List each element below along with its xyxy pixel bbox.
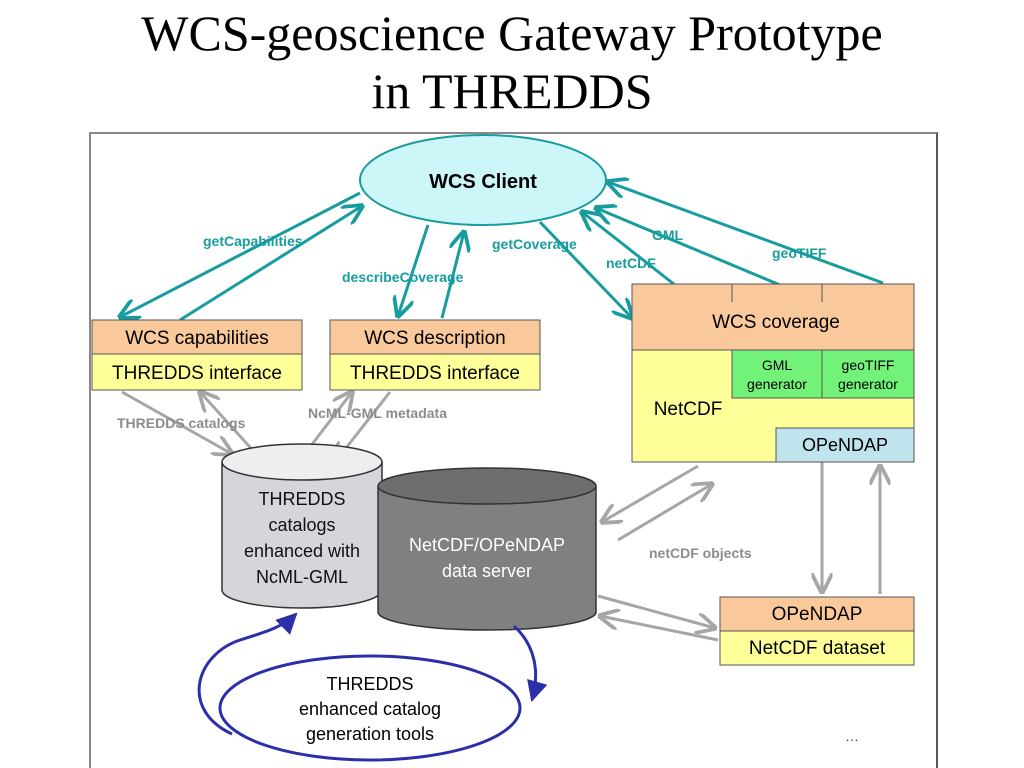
arrow-labels: getCapabilities describeCoverage getCove… — [117, 227, 827, 561]
catalog-db-line-2: catalogs — [268, 515, 335, 535]
catalog-database: THREDDS catalogs enhanced with NcML-GML — [221, 443, 383, 609]
server-db-line-1: NetCDF/OPeNDAP — [409, 535, 565, 555]
getcapabilities-response-arrow — [120, 191, 361, 317]
wcs-client-label: WCS Client — [429, 171, 537, 193]
label-geotiff: geoTIFF — [772, 245, 827, 261]
label-netcdf: netCDF — [606, 255, 656, 271]
getcapabilities-request-arrow — [179, 206, 362, 322]
geotiff-response-arrow — [608, 182, 884, 285]
coverage-netcdf-label: NetCDF — [654, 399, 723, 420]
catalog-db-line-1: THREDDS — [258, 489, 345, 509]
capabilities-box: WCS capabilities THREDDS interface — [91, 319, 303, 391]
wcs-client-node: WCS Client — [359, 134, 607, 226]
catalogs-to-capabilities-arrow — [200, 392, 260, 458]
description-box-interface: THREDDS interface — [350, 363, 520, 384]
describecoverage-response-arrow — [398, 224, 430, 316]
geotiff-generator-line-1: geoTIFF — [842, 357, 895, 373]
gml-generator-line-1: GML — [762, 357, 793, 373]
coverage-to-server-arrow — [602, 464, 699, 522]
tools-line-3: generation tools — [306, 724, 434, 744]
slide-title-line-2: in THREDDS — [371, 63, 653, 119]
capabilities-to-catalogs-arrow — [121, 390, 232, 454]
coverage-opendap-label: OPeNDAP — [802, 435, 888, 455]
blue-loop-arrows — [197, 612, 548, 736]
getcoverage-request-arrow — [538, 220, 632, 318]
catalog-db-line-4: NcML-GML — [256, 567, 348, 587]
tools-to-catalog-arrow — [197, 612, 298, 736]
dataset-box-netcdf: NetCDF dataset — [749, 638, 886, 659]
gml-generator-line-2: generator — [747, 376, 807, 392]
server-to-dataset-arrow — [597, 594, 715, 628]
label-getcoverage: getCoverage — [492, 236, 577, 252]
dataset-to-server-arrow — [600, 616, 719, 642]
label-ncml-metadata: NcML-GML metadata — [308, 405, 447, 421]
description-box: WCS description THREDDS interface — [329, 319, 541, 391]
teal-arrows — [120, 182, 884, 322]
capabilities-box-interface: THREDDS interface — [112, 363, 282, 384]
geotiff-generator-line-2: generator — [838, 376, 898, 392]
dataset-box: OPeNDAP NetCDF dataset — [719, 596, 915, 666]
footer-ellipsis: … — [845, 728, 859, 744]
data-server-database: NetCDF/OPeNDAP data server — [377, 467, 597, 631]
coverage-box-title: WCS coverage — [712, 312, 840, 333]
catalog-tools-node: THREDDS enhanced catalog generation tool… — [218, 654, 522, 762]
tools-line-2: enhanced catalog — [299, 699, 441, 719]
label-describecoverage: describeCoverage — [342, 269, 464, 285]
server-to-coverage-arrow — [617, 484, 712, 542]
server-to-tools-arrow — [512, 624, 548, 703]
tools-line-1: THREDDS — [326, 674, 413, 694]
slide-title: WCS-geoscience Gateway Prototype in THRE… — [0, 4, 1024, 120]
label-thredds-catalogs: THREDDS catalogs — [117, 415, 246, 431]
coverage-box: WCS coverage GML generator geoTIFF gener… — [631, 283, 915, 463]
gml-response-arrow — [596, 208, 781, 287]
dataset-box-opendap: OPeNDAP — [772, 604, 863, 625]
slide-title-line-1: WCS-geoscience Gateway Prototype — [141, 5, 883, 61]
catalog-db-line-3: enhanced with — [244, 541, 360, 561]
capabilities-box-title: WCS capabilities — [125, 328, 269, 349]
describecoverage-request-arrow — [440, 232, 464, 319]
label-gml: GML — [652, 227, 684, 243]
label-netcdf-objects: netCDF objects — [649, 545, 752, 561]
description-box-title: WCS description — [364, 328, 506, 349]
label-getcapabilities: getCapabilities — [203, 233, 303, 249]
server-db-line-2: data server — [442, 561, 532, 581]
